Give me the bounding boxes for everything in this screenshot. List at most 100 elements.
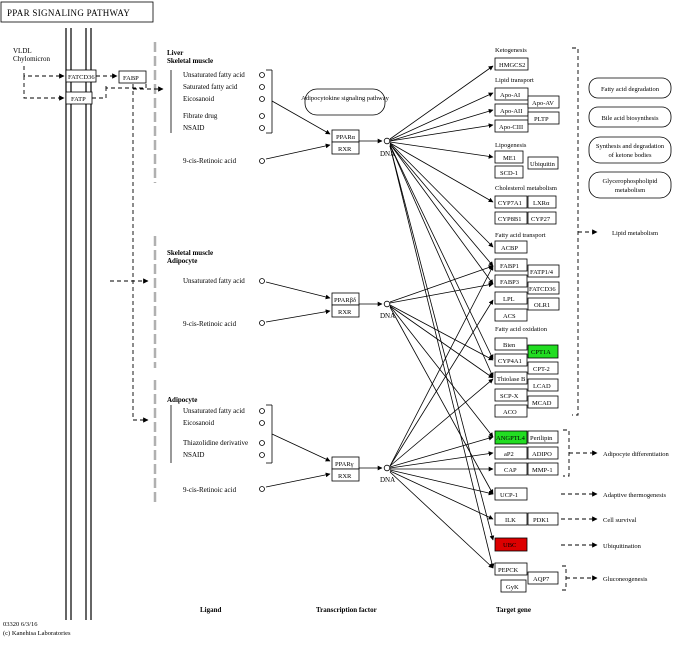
dna-label: DNA <box>380 150 395 158</box>
gene-perilipin[interactable]: Perilipin <box>527 430 559 444</box>
map-ketone-bodies[interactable]: Synthesis and degradation of ketone bodi… <box>588 136 672 164</box>
compound-node[interactable] <box>259 320 265 326</box>
gene-scp-x[interactable]: SCP-X <box>494 388 528 402</box>
gene-pltp[interactable]: PLTP <box>527 111 560 125</box>
gene-aco[interactable]: ACO <box>494 404 528 418</box>
tissue-adipocyte: Adipocyte <box>167 257 197 265</box>
gene-cyp27[interactable]: CYP27 <box>527 211 557 225</box>
gene-lxra[interactable]: LXRα <box>527 195 557 209</box>
gene-fatp14[interactable]: FATP1/4 <box>527 264 560 278</box>
column-target-gene: Target gene <box>496 606 531 614</box>
compound-node[interactable] <box>259 486 265 492</box>
ppar-gamma-box[interactable]: PPARγ <box>331 456 360 470</box>
compound-node <box>259 440 265 446</box>
gene-pepck[interactable]: PEPCK <box>494 562 528 576</box>
gene-aqp7[interactable]: AQP7 <box>527 571 559 585</box>
gene-cap[interactable]: CAP <box>494 462 528 476</box>
gene-bien[interactable]: Bien <box>494 337 528 351</box>
gene-apo-ciii[interactable]: Apo-CIII <box>494 119 529 133</box>
gene-adipo[interactable]: ADIPO <box>527 446 559 460</box>
svg-text:LXRα: LXRα <box>533 200 550 207</box>
gene-fatcd36[interactable]: FATCD36 <box>527 281 560 295</box>
ligand-label: Eicosanoid <box>183 95 215 103</box>
svg-text:CPT1A: CPT1A <box>531 349 551 356</box>
outcome-cell-survival: Cell survival <box>603 517 637 524</box>
gene-apo-av[interactable]: Apo-AV <box>527 95 560 109</box>
gene-mmp1[interactable]: MMP-1 <box>527 462 559 476</box>
tissue-skeletal-muscle: Skeletal muscle <box>167 57 213 65</box>
gene-ubiquitin[interactable]: Ubiquitin <box>527 156 559 170</box>
outcome-adaptive-thermogenesis: Adaptive thermogenesis <box>603 492 666 499</box>
gene-mcad[interactable]: MCAD <box>527 395 559 409</box>
gene-cyp4a1[interactable]: CYP4A1 <box>494 353 528 367</box>
svg-text:GyK: GyK <box>506 584 519 591</box>
svg-text:Apo-CIII: Apo-CIII <box>499 124 523 131</box>
ligand-label: Unsaturated fatty acid <box>183 71 245 79</box>
compound-node <box>259 84 265 90</box>
svg-text:FABP3: FABP3 <box>500 279 519 286</box>
compound-node <box>259 452 265 458</box>
map-glycerophospholipid[interactable]: Glycerophospholipid metabolism <box>588 171 672 199</box>
compound-node[interactable] <box>259 158 265 164</box>
footer-map-id: 03320 6/3/16 <box>3 621 38 628</box>
gene-apo-aii[interactable]: Apo-AII <box>494 103 529 117</box>
svg-text:OLR1: OLR1 <box>534 302 550 309</box>
map-fatty-acid-degradation[interactable]: Fatty acid degradation <box>588 77 672 99</box>
outcome-ubiquitination: Ubiquitination <box>603 543 642 550</box>
fabp-box[interactable]: FABP <box>118 70 147 84</box>
gene-pdk1[interactable]: PDK1 <box>527 512 559 526</box>
adipocytokine-pathway-link[interactable]: Adipocytokine signaling pathway <box>301 88 390 116</box>
svg-text:FATP1/4: FATP1/4 <box>530 269 554 276</box>
ligand-label: Eicosanoid <box>183 419 215 427</box>
gene-ucp1[interactable]: UCP-1 <box>494 487 528 501</box>
compound-node[interactable] <box>259 278 265 284</box>
gene-lpl[interactable]: LPL <box>494 291 528 305</box>
gene-cyp8b1[interactable]: CYP8B1 <box>494 211 528 225</box>
gene-acs[interactable]: ACS <box>494 308 528 322</box>
svg-text:Glycerophospholipid: Glycerophospholipid <box>603 178 659 185</box>
gene-fabp3[interactable]: FABP3 <box>494 274 528 288</box>
fatcd36-membrane-box[interactable]: FATCD36 <box>65 69 97 83</box>
gene-hmgcs2[interactable]: HMGCS2 <box>494 57 529 71</box>
gene-apo-ai[interactable]: Apo-AI <box>494 87 529 101</box>
svg-text:Apo-AI: Apo-AI <box>500 92 520 99</box>
group-fatty-acid-oxidation: Fatty acid oxidation <box>495 326 548 333</box>
gene-scd1[interactable]: SCD-1 <box>494 165 524 179</box>
svg-text:PDK1: PDK1 <box>533 517 549 524</box>
ligand-label: Unsaturated fatty acid <box>183 407 245 415</box>
map-bile-acid-biosynthesis[interactable]: Bile acid biosynthesis <box>588 106 672 128</box>
gene-cpt2[interactable]: CPT-2 <box>527 361 559 375</box>
group-cholesterol-metabolism: Cholesterol metabolism <box>495 185 557 192</box>
rxr-gamma-box[interactable]: RXR <box>331 468 360 482</box>
svg-text:UBC: UBC <box>503 542 516 549</box>
gene-gyk[interactable]: GyK <box>500 579 527 593</box>
gene-cyp7a1[interactable]: CYP7A1 <box>494 195 528 209</box>
ligand-retinoic: 9-cis-Retinoic acid <box>183 157 237 165</box>
gene-olr1[interactable]: OLR1 <box>527 297 560 311</box>
gene-fabp1[interactable]: FABP1 <box>494 258 528 272</box>
compound-node <box>259 408 265 414</box>
ligand-retinoic: 9-cis-Retinoic acid <box>183 486 237 494</box>
gene-acbp[interactable]: ACBP <box>494 240 528 254</box>
gene-ilk[interactable]: ILK <box>494 512 528 526</box>
gene-ap2[interactable]: aP2 <box>494 446 528 460</box>
chylomicron-label: Chylomicron <box>13 55 50 63</box>
gene-cpt1a[interactable]: CPT1A <box>527 344 559 359</box>
gene-lcad[interactable]: LCAD <box>527 378 559 392</box>
gene-angptl4[interactable]: ANGPTL4 <box>494 430 528 445</box>
footer-copyright: (c) Kanehisa Laboratories <box>3 630 71 637</box>
ligand-label: Unsaturated fatty acid <box>183 277 245 285</box>
svg-text:ACBP: ACBP <box>501 245 518 252</box>
fatp-membrane-box[interactable]: FATP <box>65 91 93 105</box>
ppar-beta-delta-box[interactable]: PPARβδ <box>331 292 360 306</box>
gene-me1[interactable]: ME1 <box>494 150 524 164</box>
rxr-beta-box[interactable]: RXR <box>331 304 360 318</box>
rxr-alpha-box[interactable]: RXR <box>331 141 360 155</box>
compound-node <box>259 72 265 78</box>
ppar-alpha-box[interactable]: PPARα <box>331 129 360 143</box>
gene-thiolase-b[interactable]: Thiolase B <box>494 371 528 385</box>
gene-ubc[interactable]: UBC <box>494 537 528 552</box>
ligand-label: Fibrate drug <box>183 112 218 120</box>
svg-text:Apo-AV: Apo-AV <box>532 100 554 107</box>
